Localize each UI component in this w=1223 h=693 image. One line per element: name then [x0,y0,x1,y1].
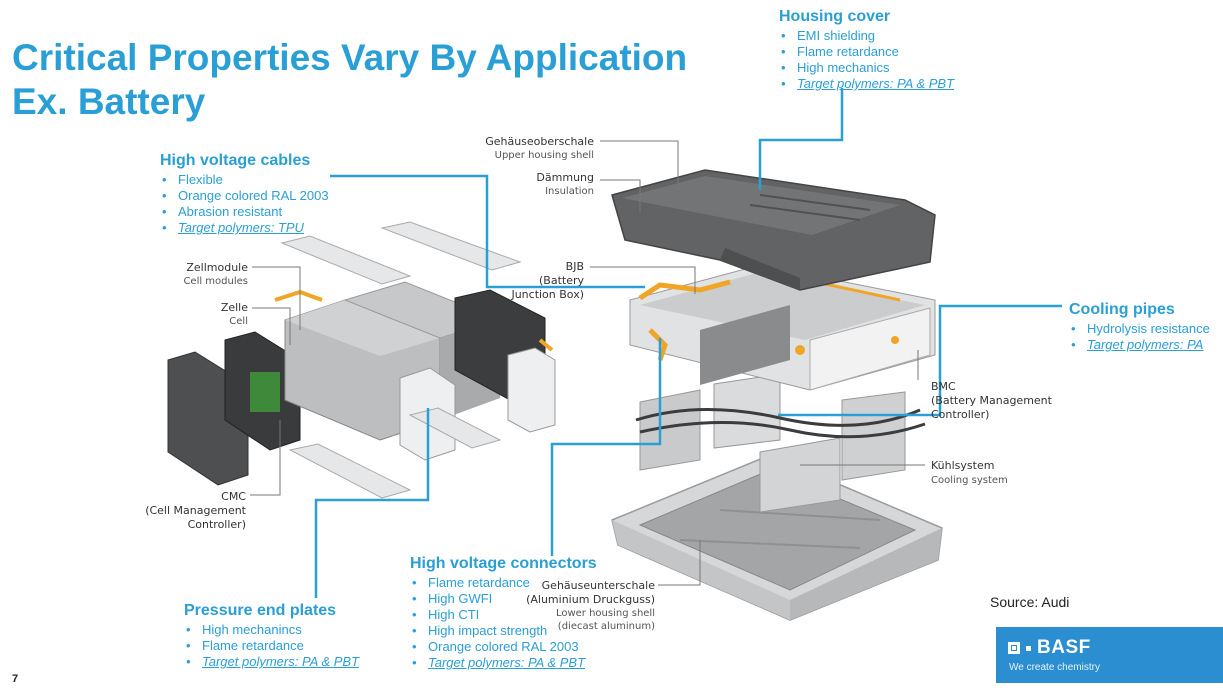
label-leaders [250,140,925,586]
connector-pressure-plates [314,408,430,598]
callout-heading: High voltage cables [160,152,311,169]
callout-list: High mechanincs Flame retardance Target … [184,622,359,670]
upper-housing-shell [611,169,936,291]
right-cell-modules [629,264,936,391]
brand-block: BASF We create chemistry [996,627,1223,683]
callout-list: Hydrolysis resistance Target polymers: P… [1069,321,1210,353]
callout-item: Flame retardance [410,575,597,591]
label-lower-housing-en2: (diecast aluminum) [558,621,655,632]
label-upper-housing-en: Upper housing shell [495,150,594,161]
callout-heading: Pressure end plates [184,602,337,619]
callout-item: Orange colored RAL 2003 [160,188,329,204]
label-cell-modules-en: Cell modules [183,276,248,287]
title-line-1: Critical Properties Vary By Application [12,37,688,78]
callout-target-polymers: Target polymers: PA [1069,337,1210,353]
label-lower-housing-en: Lower housing shell [556,608,655,619]
callout-target-polymers: Target polymers: TPU [160,220,329,236]
callout-item: Flame retardance [779,44,954,60]
callout-housing-cover: Housing cover EMI shielding Flame retard… [779,7,954,92]
page-number: 7 [12,673,19,685]
callout-cooling-pipes: Cooling pipes Hydrolysis resistance Targ… [1069,300,1210,353]
callout-item: Flame retardance [184,638,359,654]
callout-list: EMI shielding Flame retardance High mech… [779,28,954,92]
callout-item: EMI shielding [779,28,954,44]
label-insulation-de: Dämmung [536,171,594,184]
callout-connectors [314,88,1062,598]
callout-list: Flexible Orange colored RAL 2003 Abrasio… [160,172,329,236]
connector-hv-connectors [550,338,662,556]
label-bmc-2: (Battery Management [931,394,1053,407]
label-bmc-3: Controller) [931,408,989,421]
callout-heading: Cooling pipes [1069,301,1175,318]
callout-target-polymers: Target polymers: PA & PBT [184,654,359,670]
callout-item: High GWFI [410,591,597,607]
basf-dot-icon [1026,645,1031,651]
label-bmc-1: BMC [931,380,956,393]
callout-item: High mechanincs [184,622,359,638]
callout-item: Orange colored RAL 2003 [410,639,597,655]
connector-cooling-pipes [778,304,1062,417]
callout-heading: High voltage connectors [410,555,597,572]
callout-item: Abrasion resistant [160,204,329,220]
callout-item: Hydrolysis resistance [1069,321,1210,337]
source-note: Source: Audi [990,594,1070,610]
label-cell-modules-de: Zellmodule [186,261,248,274]
label-cell-en: Cell [229,316,248,327]
brand-name: BASF [1037,637,1091,658]
label-upper-housing-de: Gehäuseoberschale [485,135,594,148]
label-cooling-en: Cooling system [931,475,1008,486]
label-insulation-en: Insulation [545,186,594,197]
label-cmc-2: (Cell Management [145,504,246,517]
callout-item: Flexible [160,172,329,188]
label-bjb-3: Junction Box) [510,288,584,301]
callout-item: High CTI [410,607,597,623]
callout-hv-connectors: High voltage connectors Flame retardance… [410,554,597,671]
brand-tagline: We create chemistry [1009,662,1100,673]
label-cmc-1: CMC [221,490,246,503]
connector-hv-cables [330,174,645,289]
callout-hv-cables: High voltage cables Flexible Orange colo… [160,151,329,236]
basf-mark-icon [1008,642,1020,654]
title-line-2: Ex. Battery [12,81,206,122]
callout-item: High mechanics [779,60,954,76]
cooling-system [635,373,926,513]
callout-target-polymers: Target polymers: PA & PBT [410,655,597,671]
callout-target-polymers: Target polymers: PA & PBT [779,76,954,92]
callout-list: Flame retardance High GWFI High CTI High… [410,575,597,671]
label-cmc-3: Controller) [188,518,246,531]
slide-title: Critical Properties Vary By Application … [12,36,687,124]
basf-logo: BASF [1008,637,1091,659]
label-bjb-2: (Battery [539,274,584,287]
label-bjb-1: BJB [566,260,584,273]
callout-item: High impact strength [410,623,597,639]
label-cooling-de: Kühlsystem [931,459,994,472]
label-cell-de: Zelle [221,301,248,314]
lower-housing-tray [611,454,943,621]
callout-pressure-end-plates: Pressure end plates High mechanincs Flam… [184,601,359,670]
left-exploded-assembly [167,221,556,499]
connector-housing-cover [758,88,844,190]
callout-heading: Housing cover [779,8,891,25]
